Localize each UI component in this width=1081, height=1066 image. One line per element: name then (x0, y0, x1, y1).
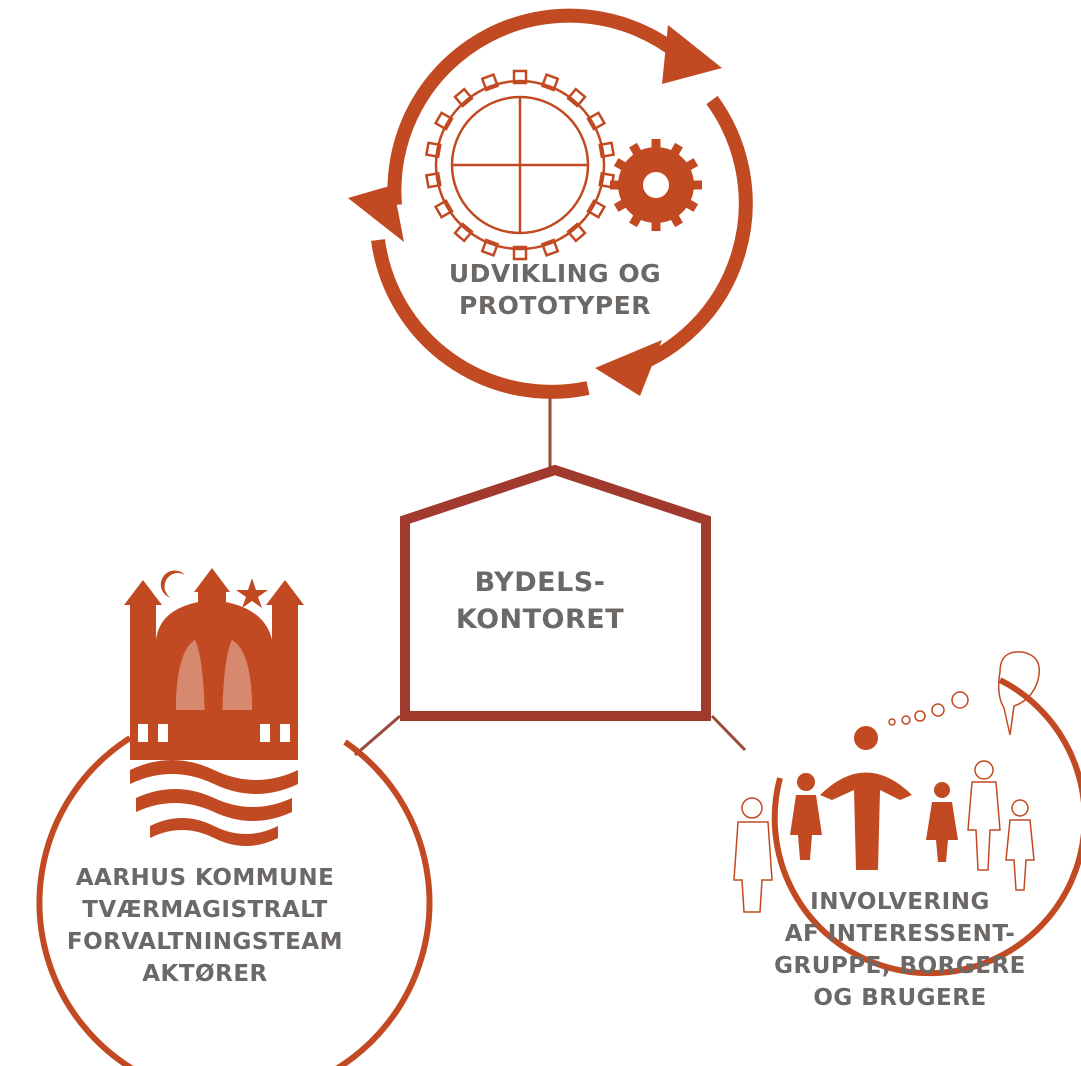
gear-tooth (480, 73, 500, 92)
gear-tooth (610, 180, 620, 190)
people-silhouettes-icon (733, 651, 1040, 913)
development-label-line1: UDVIKLING OG (448, 259, 662, 288)
gear-tooth (540, 73, 560, 92)
cycle-arrows-icon (371, 8, 753, 399)
gear-tooth (598, 141, 616, 159)
gear-tooth (424, 171, 442, 189)
gear-tooth (629, 142, 642, 157)
gear-tooth (453, 87, 474, 108)
municipality-label-line2: TVÆRMAGISTRALT (82, 897, 328, 923)
involvement-label-line2: AF INTERESSENT- (784, 921, 1016, 947)
gear-tooth (433, 199, 454, 219)
gear-tooth (566, 87, 587, 108)
office-label: BYDELS- KONTORET (420, 564, 660, 638)
involvement-label: INVOLVERING AF INTERESSENT- GRUPPE, BORG… (770, 886, 1030, 1014)
development-label-line2: PROTOTYPER (459, 291, 651, 320)
gear-tooth (480, 238, 500, 257)
gear-tooth (586, 199, 607, 219)
connector-lines (354, 392, 747, 757)
house-frame-icon (400, 464, 711, 721)
municipality-circle (36, 735, 433, 1066)
aarhus-coat-of-arms-icon (124, 568, 304, 846)
cycle-arrowheads (348, 25, 722, 396)
gear-tooth (692, 180, 702, 190)
gear-tooth (613, 158, 628, 171)
involvement-label-line3: GRUPPE, BORGERE (774, 953, 1026, 979)
gear-tooth (566, 222, 587, 243)
gear-tooth (629, 213, 642, 228)
development-label: UDVIKLING OG PROTOTYPER (420, 258, 690, 322)
municipality-label-line4: AKTØRER (142, 961, 268, 987)
office-label-line2: KONTORET (455, 604, 625, 635)
gear-tooth (670, 213, 683, 228)
municipality-label-line3: FORVALTNINGSTEAM (66, 929, 344, 955)
involvement-label-line1: INVOLVERING (810, 889, 990, 915)
gear-tooth (433, 111, 454, 131)
gear-tooth (670, 142, 683, 157)
involvement-label-line4: OG BRUGERE (813, 985, 987, 1011)
municipality-label-line1: AARHUS KOMMUNE (75, 865, 335, 891)
gear-tooth (684, 199, 699, 212)
office-label-line1: BYDELS- (474, 567, 606, 598)
municipality-label: AARHUS KOMMUNE TVÆRMAGISTRALT FORVALTNIN… (45, 862, 365, 990)
gear-tooth (613, 199, 628, 212)
gear-icon (424, 69, 616, 261)
small-gear-icon (610, 139, 702, 231)
gear-tooth (453, 222, 474, 243)
gear-tooth (512, 245, 528, 261)
gear-tooth (651, 221, 661, 231)
gear-tooth (512, 69, 528, 85)
gear-tooth (684, 158, 699, 171)
gear-tooth (424, 141, 442, 159)
gear-tooth (586, 111, 607, 131)
gear-tooth (651, 139, 661, 149)
involvement-circle (771, 677, 1081, 977)
gear-tooth (540, 238, 560, 257)
